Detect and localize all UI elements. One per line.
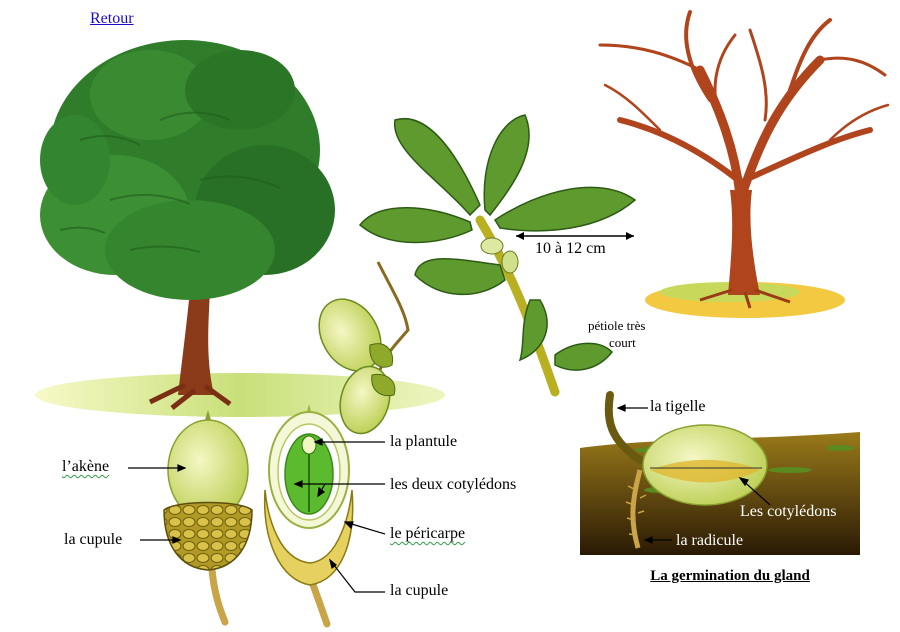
leaf-length-label: 10 à 12 cm <box>535 240 606 257</box>
label-cotyledons: les deux cotylédons <box>390 476 517 493</box>
leader-lines <box>128 404 771 593</box>
label-plantule: la plantule <box>390 433 458 450</box>
radicule-shape <box>630 469 643 549</box>
label-germination-cotyledons: Les cotylédons <box>740 503 837 520</box>
petiole-label-line1: pétiole très <box>588 318 646 333</box>
label-pericarpe: le péricarpe <box>390 525 466 542</box>
back-link[interactable]: Retour <box>90 10 134 27</box>
label-tigelle: la tigelle <box>650 398 706 415</box>
label-cupule-section: la cupule <box>390 582 449 599</box>
oak-foliage <box>40 40 335 300</box>
oak-branch <box>358 114 637 397</box>
label-radicule: la radicule <box>676 532 744 549</box>
label-cupule-whole: la cupule <box>64 531 123 548</box>
acorn-section <box>263 404 354 628</box>
germination-diagram <box>580 391 860 555</box>
cupule-shape <box>163 501 253 571</box>
acorn-pair <box>318 261 410 435</box>
bare-oak-tree <box>598 10 890 318</box>
tigelle-shape <box>604 391 644 464</box>
acorn-whole <box>163 410 253 626</box>
oak-trunk <box>178 290 214 395</box>
label-akene: l’akène <box>62 458 110 475</box>
petiole-label-line2: court <box>609 335 636 350</box>
germination-caption: La germination du gland <box>650 568 810 584</box>
leafy-oak-tree <box>35 40 445 417</box>
